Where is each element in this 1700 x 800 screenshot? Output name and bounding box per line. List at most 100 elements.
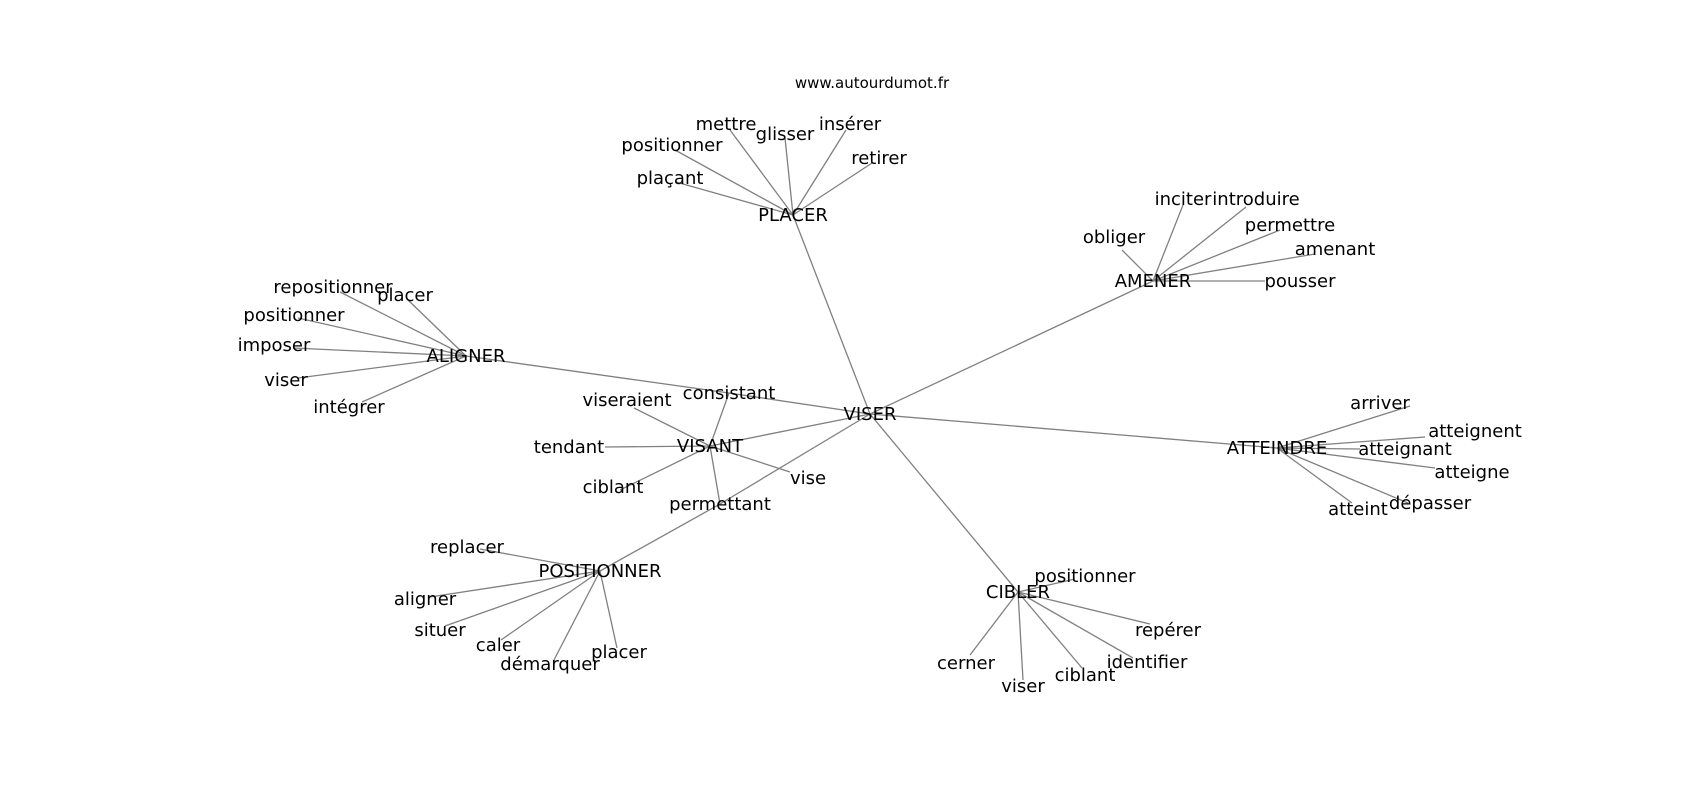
graph-labels: VISER PLACER AMENER ALIGNER ATTEINDRE VISANT P…	[238, 114, 1522, 697]
node-al-integrer: intégrer	[313, 397, 385, 418]
node-placer-h: PLACER	[758, 205, 828, 226]
node-p-mettre: mettre	[696, 114, 757, 135]
edge-cibler_h-c_reperer	[1017, 591, 1151, 625]
edge-consistant-visant_h	[709, 392, 730, 447]
node-p-positionner: positionner	[621, 135, 723, 156]
node-c-reperer: repérer	[1135, 620, 1202, 641]
node-at-atteignent: atteignent	[1428, 421, 1522, 442]
node-at-depasser: dépasser	[1389, 493, 1472, 514]
edge-aligner_h-al_repositionner	[339, 291, 467, 357]
edge-viser_c-placer_h	[792, 214, 871, 415]
edge-consistant-aligner_h	[465, 355, 730, 394]
edge-permettant-visant_h	[709, 445, 721, 505]
edge-cibler_h-c_ciblant	[1017, 591, 1083, 669]
edge-viser_c-permettant	[719, 413, 871, 505]
edge-aligner_h-al_viser	[297, 355, 467, 379]
edge-aligner_h-al_integrer	[361, 355, 467, 403]
edge-amener_h-a_inciter	[1152, 204, 1184, 282]
edge-amener_h-a_permettre	[1152, 229, 1281, 282]
edge-visant_h-v_ciblant	[619, 445, 711, 491]
edge-atteindre_h-at_atteignant	[1276, 447, 1361, 450]
node-al-viser: viser	[264, 370, 308, 391]
node-v-viseraient: viseraient	[582, 390, 671, 411]
node-po-demarquer: démarquer	[500, 654, 600, 675]
node-al-placer: placer	[377, 285, 433, 306]
node-p-glisser: glisser	[756, 124, 815, 145]
node-po-situer: situer	[414, 620, 466, 641]
node-at-atteint: atteint	[1328, 499, 1388, 520]
edge-aligner_h-al_placer	[407, 299, 467, 357]
edge-visant_h-v_viseraient	[633, 407, 711, 447]
edge-visant_h-v_tendant	[604, 445, 711, 448]
edge-amener_h-a_obliger	[1121, 249, 1154, 282]
edge-aligner_h-al_positionner	[297, 317, 467, 357]
graph-edges	[292, 129, 1436, 681]
node-c-ciblant: ciblant	[1055, 665, 1116, 686]
node-c-identifier: identifier	[1107, 652, 1188, 673]
edge-atteindre_h-at_atteignent	[1276, 436, 1426, 449]
node-al-repositionner: repositionner	[273, 277, 393, 298]
node-v-tendant: tendant	[534, 437, 604, 458]
node-v-ciblant: ciblant	[583, 477, 644, 498]
node-amener-h: AMENER	[1115, 271, 1192, 292]
node-visant-h: VISANT	[677, 436, 744, 457]
edge-amener_h-a_introduire	[1152, 206, 1247, 282]
edge-viser_c-cibler_h	[869, 413, 1019, 593]
edge-atteindre_h-at_atteigne	[1276, 447, 1436, 469]
edge-positionner_h-po_caler	[500, 570, 601, 641]
node-p-placant: plaçant	[637, 168, 704, 189]
edge-placer_h-p_retirer	[792, 162, 873, 216]
edge-atteindre_h-at_atteint	[1276, 447, 1353, 504]
edge-visant_h-v_vise	[709, 445, 791, 473]
edge-aligner_h-al_imposer	[292, 347, 467, 357]
edge-positionner_h-po_placer	[599, 570, 618, 649]
node-a-introduire: introduire	[1212, 189, 1299, 210]
node-cibler-h: CIBLER	[986, 582, 1050, 603]
edge-viser_c-atteindre_h	[869, 413, 1278, 449]
edge-viser_c-visant_h	[709, 413, 871, 447]
node-viser-c: VISER	[844, 404, 897, 425]
edge-positionner_h-po_demarquer	[553, 570, 601, 661]
edge-atteindre_h-at_depasser	[1276, 447, 1409, 504]
edge-placer_h-p_placant	[675, 181, 794, 216]
edge-cibler_h-c_viser	[1017, 591, 1024, 681]
node-a-obliger: obliger	[1083, 227, 1146, 248]
node-po-aligner: aligner	[394, 589, 457, 610]
node-p-inserer: insérer	[819, 114, 882, 135]
node-po-replacer: replacer	[430, 537, 505, 558]
node-consistant: consistant	[683, 383, 776, 404]
edge-placer_h-p_inserer	[792, 129, 847, 216]
edge-viser_c-consistant	[728, 392, 871, 415]
node-po-caler: caler	[476, 635, 521, 656]
node-a-permettre: permettre	[1245, 215, 1335, 236]
edge-placer_h-p_positionner	[674, 149, 794, 216]
node-at-arriver: arriver	[1350, 393, 1410, 414]
node-a-pousser: pousser	[1264, 271, 1336, 292]
edge-cibler_h-c_identifier	[1017, 591, 1134, 659]
node-a-inciter: inciter	[1155, 189, 1212, 210]
node-v-vise: vise	[790, 468, 826, 489]
edge-atteindre_h-at_arriver	[1276, 405, 1411, 449]
node-al-imposer: imposer	[238, 335, 311, 356]
edge-positionner_h-po_replacer	[479, 548, 601, 572]
node-c-viser: viser	[1001, 676, 1045, 697]
edge-placer_h-p_glisser	[784, 137, 794, 216]
edge-permettant-positionner_h	[599, 503, 721, 572]
edge-positionner_h-po_aligner	[429, 570, 601, 598]
node-al-positionner: positionner	[243, 305, 345, 326]
node-a-amenant: amenant	[1295, 239, 1376, 260]
edge-cibler_h-c_positionner	[1017, 578, 1076, 593]
node-positionner-h: POSITIONNER	[538, 561, 661, 582]
node-permettant: permettant	[669, 494, 771, 515]
node-atteindre-h: ATTEINDRE	[1227, 438, 1327, 459]
edge-viser_c-amener_h	[869, 280, 1154, 415]
node-c-cerner: cerner	[937, 653, 996, 674]
node-at-atteignant: atteignant	[1358, 439, 1452, 460]
edge-cibler_h-c_cerner	[969, 591, 1019, 656]
node-p-retirer: retirer	[851, 148, 907, 169]
node-aligner-h: ALIGNER	[427, 346, 506, 367]
node-po-placer: placer	[591, 642, 647, 663]
edge-placer_h-p_mettre	[729, 129, 794, 216]
edge-amener_h-a_amenant	[1152, 253, 1316, 282]
